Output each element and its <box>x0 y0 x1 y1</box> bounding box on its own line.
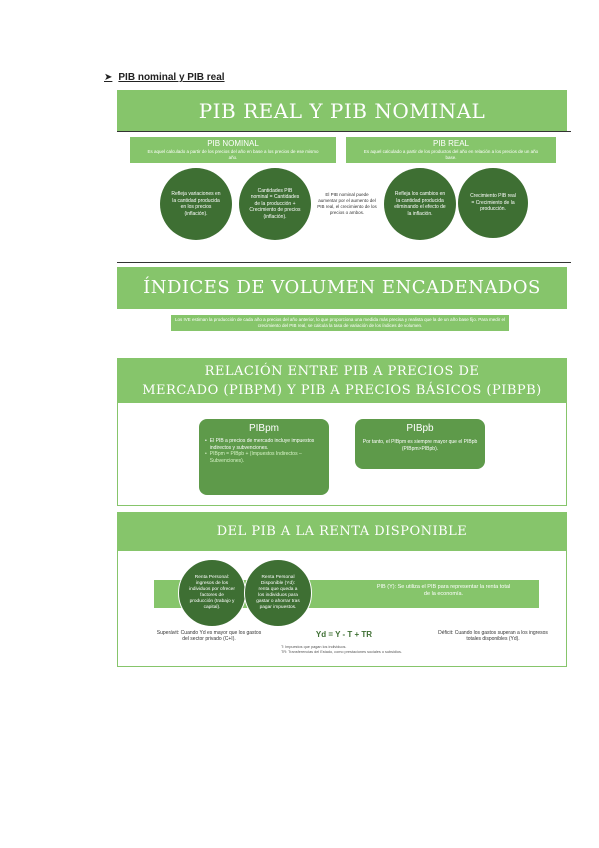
nominal-vs-real-note: El PIB nominal puede aumentar por el aum… <box>317 192 377 215</box>
tax-note-1: T: Impuestos que pagan los individuos. <box>281 645 347 649</box>
bullet-icon: • <box>205 438 207 444</box>
pib-nominal-title: PIB NOMINAL <box>207 139 259 148</box>
tax-note: T: Impuestos que pagan los individuos. T… <box>281 645 431 655</box>
banner-ive: ÍNDICES DE VOLUMEN ENCADENADOS (IVE) <box>117 267 567 340</box>
pib-real-header: PIB REAL Es aquel calculado a partir de … <box>345 136 557 164</box>
circle-renta-disponible: Renta Personal Disponible (Yd): renta qu… <box>244 559 312 627</box>
pib-real-desc: Es aquel calculado a partir de los produ… <box>363 149 539 160</box>
pibpb-title: PIBpb <box>406 423 434 434</box>
arrow-icon: ➤ <box>104 72 113 83</box>
banner-pibpm-pibpb: RELACIÓN ENTRE PIB A PRECIOS DE MERCADO … <box>118 359 566 403</box>
banner-pib-real-nominal: PIB REAL Y PIB NOMINAL <box>117 90 567 132</box>
panel-ive: ÍNDICES DE VOLUMEN ENCADENADOS (IVE) Los… <box>117 263 567 343</box>
deficit-text: Déficit: Cuando los gastos superan a los… <box>438 630 548 642</box>
bullet-icon: • <box>205 451 207 457</box>
pibpb-box: PIBpb Por tanto, el PIBpm es siempre may… <box>355 419 485 469</box>
border-line <box>117 131 571 132</box>
pib-nominal-desc: Es aquel calculado a partir de los preci… <box>147 149 319 160</box>
pib-renta-text: PIB (Y): Se utiliza el PIB para represen… <box>376 584 511 597</box>
pib-nominal-header: PIB NOMINAL Es aquel calculado a partir … <box>129 136 337 164</box>
section-heading: ➤ PIB nominal y PIB real <box>104 72 225 83</box>
pib-real-title: PIB REAL <box>432 139 469 148</box>
pibpm-box: PIBpm •El PIB a precios de mercado inclu… <box>199 419 329 495</box>
banner-line-2: MERCADO (PIBPM) Y PIB A PRECIOS BÁSICOS … <box>142 383 542 398</box>
pibpm-title: PIBpm <box>248 423 279 434</box>
circle-renta-personal: Renta Personal: ingresos de los individu… <box>178 559 246 627</box>
panel-renta-disponible: DEL PIB A LA RENTA DISPONIBLE Renta Pers… <box>117 512 567 667</box>
superavit-text: Superávit: Cuando Yd es mayor que los ga… <box>156 630 262 642</box>
tax-note-2: TR: Transferencias del Estado, como pres… <box>281 650 402 654</box>
pibpm-bullet-2: •PIBpm = PIBpb + (Impuestos Indirectos –… <box>205 451 302 464</box>
border-line <box>117 262 571 263</box>
section-title: PIB nominal y PIB real <box>118 72 225 83</box>
panel-pib-real-nominal: PIB REAL Y PIB NOMINAL PIB NOMINAL Es aq… <box>117 90 567 252</box>
circle-real-formula: Crecimiento PIB real = Crecimiento de la… <box>458 168 528 238</box>
circle-nominal-formula: Cantidades PIB nominal = Cantidades de l… <box>239 168 311 240</box>
circle-nominal-variations: Refleja variaciones en la cantidad produ… <box>160 168 232 240</box>
banner-renta-disponible: DEL PIB A LA RENTA DISPONIBLE <box>118 513 566 551</box>
panel-pibpm-pibpb: RELACIÓN ENTRE PIB A PRECIOS DE MERCADO … <box>117 358 567 506</box>
ive-description: Los IVE estiman la producción de cada añ… <box>170 314 510 332</box>
renta-formula: Yd = Y - T + TR <box>315 630 373 639</box>
banner-line-1: RELACIÓN ENTRE PIB A PRECIOS DE <box>204 364 480 379</box>
pibpm-bullet-1: •El PIB a precios de mercado incluye imp… <box>205 438 315 451</box>
pibpb-text: Por tanto, el PIBpm es siempre mayor que… <box>362 439 478 452</box>
circle-real-changes: Refleja los cambios en la cantidad produ… <box>384 168 456 240</box>
